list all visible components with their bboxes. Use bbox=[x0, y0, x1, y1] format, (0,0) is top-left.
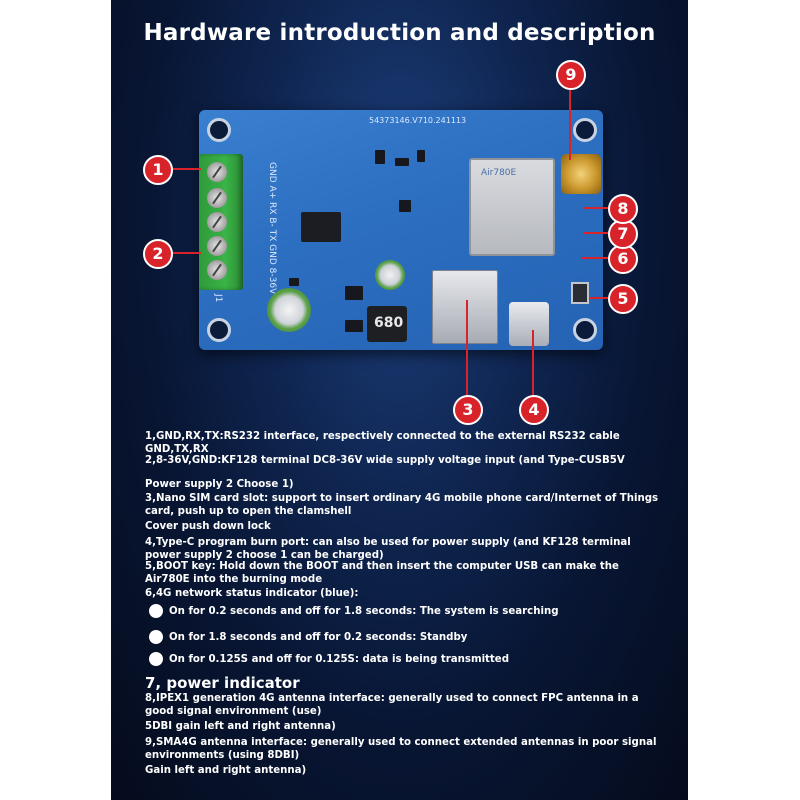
rs232-chip bbox=[301, 212, 341, 242]
callout-marker-9: 9 bbox=[556, 60, 586, 90]
board-silkscreen-pins: GND A+ RX B- TX GND 8-36V bbox=[267, 162, 277, 295]
callout-marker-8: 8 bbox=[608, 194, 638, 224]
mounting-hole bbox=[207, 118, 231, 142]
terminal-screw bbox=[207, 162, 227, 182]
nano-sim-slot bbox=[432, 270, 498, 344]
bullet-dot-icon bbox=[149, 652, 163, 666]
callout-line-7 bbox=[583, 232, 611, 234]
callout-line-3 bbox=[466, 300, 468, 395]
desc-item-5: 5,BOOT key: Hold down the BOOT and then … bbox=[145, 561, 619, 585]
callout-line-4 bbox=[532, 330, 534, 395]
smd-component bbox=[345, 320, 363, 332]
callout-marker-2: 2 bbox=[143, 239, 173, 269]
callout-marker-4: 4 bbox=[519, 395, 549, 425]
desc-item-8: 8,IPEX1 generation 4G antenna interface:… bbox=[145, 693, 639, 717]
desc-item-4: 4,Type-C program burn port: can also be … bbox=[145, 537, 631, 561]
status-bullet: On for 0.125S and off for 0.125S: data i… bbox=[149, 652, 509, 667]
terminal-screw bbox=[207, 260, 227, 280]
callout-line-8 bbox=[583, 207, 611, 209]
electrolytic-capacitor bbox=[267, 288, 311, 332]
callout-line-6 bbox=[581, 257, 611, 259]
mounting-hole bbox=[207, 318, 231, 342]
callout-line-9 bbox=[569, 84, 571, 160]
desc-item-1: 1,GND,RX,TX:RS232 interface, respectivel… bbox=[145, 431, 620, 455]
desc-item-3-cont: Cover push down lock bbox=[145, 521, 271, 532]
desc-item-2-cont: Power supply 2 Choose 1) bbox=[145, 479, 294, 490]
module-label: Air780E bbox=[481, 168, 517, 178]
product-poster: Hardware introduction and description 54… bbox=[111, 0, 688, 800]
kf128-terminal-block bbox=[199, 154, 243, 290]
air780e-module: Air780E bbox=[469, 158, 555, 256]
sma-antenna-connector bbox=[561, 154, 601, 194]
smd-component bbox=[399, 200, 411, 212]
mounting-hole bbox=[573, 318, 597, 342]
desc-item-8-cont: 5DBI gain left and right antenna) bbox=[145, 721, 336, 732]
callout-marker-5: 5 bbox=[608, 284, 638, 314]
terminal-screw bbox=[207, 236, 227, 256]
terminal-screw bbox=[207, 212, 227, 232]
circuit-board-image: 54373146.V710.241113 GND A+ RX B- TX GND… bbox=[199, 110, 603, 350]
callout-line-5 bbox=[589, 297, 611, 299]
board-silkscreen-top: 54373146.V710.241113 bbox=[369, 116, 467, 125]
boot-key bbox=[571, 282, 589, 304]
desc-item-3: 3,Nano SIM card slot: support to insert … bbox=[145, 493, 659, 517]
callout-marker-3: 3 bbox=[453, 395, 483, 425]
callout-marker-6: 6 bbox=[608, 244, 638, 274]
desc-item-9: 9,SMA4G antenna interface: generally use… bbox=[145, 737, 657, 761]
page-title: Hardware introduction and description bbox=[143, 20, 656, 46]
bullet-dot-icon bbox=[149, 604, 163, 618]
type-c-port bbox=[509, 302, 549, 346]
status-bullet: On for 1.8 seconds and off for 0.2 secon… bbox=[149, 630, 467, 645]
callout-marker-1: 1 bbox=[143, 155, 173, 185]
smd-component bbox=[289, 278, 299, 286]
mounting-hole bbox=[573, 118, 597, 142]
smd-component bbox=[395, 158, 409, 166]
smd-component bbox=[345, 286, 363, 300]
desc-item-2: 2,8-36V,GND:KF128 terminal DC8-36V wide … bbox=[145, 455, 625, 466]
inductor-label: 680 bbox=[374, 315, 404, 331]
bullet-dot-icon bbox=[149, 630, 163, 644]
power-inductor: 680 bbox=[367, 306, 407, 342]
callout-marker-7: 7 bbox=[608, 219, 638, 249]
electrolytic-capacitor bbox=[375, 260, 405, 290]
desc-item-6: 6,4G network status indicator (blue): bbox=[145, 588, 359, 599]
callout-line-2 bbox=[171, 252, 201, 254]
board-silkscreen-j1: J1 bbox=[213, 294, 223, 303]
desc-item-9-cont: Gain left and right antenna) bbox=[145, 765, 307, 776]
terminal-screw bbox=[207, 188, 227, 208]
status-bullet: On for 0.2 seconds and off for 1.8 secon… bbox=[149, 604, 559, 619]
desc-item-7-heading: 7, power indicator bbox=[145, 674, 300, 692]
smd-component bbox=[375, 150, 385, 164]
callout-line-1 bbox=[171, 168, 201, 170]
smd-component bbox=[417, 150, 425, 162]
